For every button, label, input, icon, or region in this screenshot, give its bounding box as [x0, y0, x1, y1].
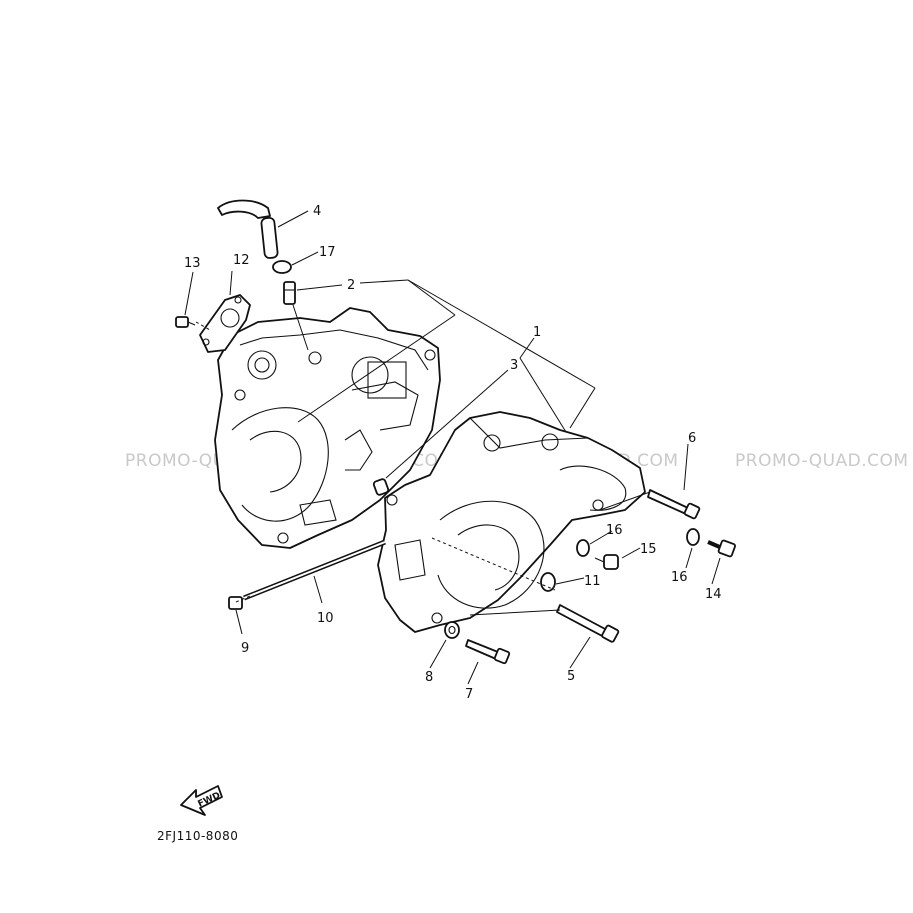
bolt-7 [465, 639, 511, 665]
breather-hose [217, 199, 279, 259]
callout-12: 12 [233, 253, 250, 268]
bolt-14 [707, 539, 736, 558]
drain-plug [594, 554, 619, 570]
callout-1: 1 [533, 325, 541, 340]
callout-3: 3 [510, 358, 518, 373]
callout-6: 6 [688, 431, 696, 446]
callout-7: 7 [465, 687, 473, 702]
callout-8: 8 [425, 670, 433, 685]
callout-16b: 16 [671, 570, 688, 585]
crankcase-right-half [377, 411, 646, 633]
callout-9: 9 [241, 641, 249, 656]
callout-4: 4 [313, 204, 321, 219]
bolt-5 [556, 604, 620, 643]
callout-2: 2 [347, 278, 355, 293]
callout-15: 15 [640, 542, 657, 557]
callout-17: 17 [319, 245, 336, 260]
fwd-arrow: FWD [180, 785, 223, 816]
drawing-code: 2FJ110-8080 [157, 829, 238, 843]
leader-lines [184, 210, 721, 685]
long-stud [243, 539, 386, 601]
breather-fitting [283, 281, 296, 305]
cover-plate [199, 294, 251, 353]
callout-16a: 16 [606, 523, 623, 538]
callout-14: 14 [705, 587, 722, 602]
hose-clip [272, 260, 292, 274]
bolt-6 [647, 489, 701, 520]
callout-numbers: 1 2 3 4 5 6 7 8 9 10 11 12 13 14 15 16 1… [184, 204, 722, 702]
nut-9 [228, 596, 243, 610]
callout-5: 5 [567, 669, 575, 684]
watermark-text-4: PROMO-QUAD.COM [735, 451, 909, 471]
callout-10: 10 [317, 611, 334, 626]
o-ring-11 [540, 572, 556, 592]
callout-11: 11 [584, 574, 601, 589]
callout-13: 13 [184, 256, 201, 271]
screw-13 [175, 316, 196, 328]
dowel-pin [372, 478, 390, 496]
gasket-16a [576, 539, 590, 557]
washer-8 [444, 621, 460, 639]
gasket-16b [686, 528, 700, 546]
